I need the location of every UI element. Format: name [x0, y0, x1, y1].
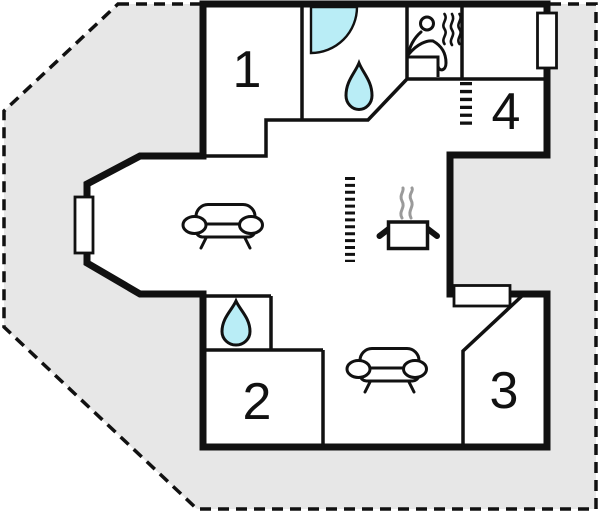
interior-walls: [203, 7, 545, 447]
window-marker: [452, 284, 512, 308]
room-4-label: 4: [492, 83, 521, 141]
stove-pot-icon: [376, 186, 440, 251]
room-2-label: 2: [243, 373, 272, 431]
house-outline: [83, 0, 551, 451]
corner-shower-icon: [309, 5, 359, 55]
pot-body: [386, 220, 430, 251]
sauna-person-body: [406, 30, 448, 72]
sauna-bench: [408, 55, 440, 77]
steam-icon: [442, 12, 462, 47]
water-drop-icon: [344, 58, 374, 111]
room-1-label: 1: [233, 41, 262, 99]
water-drop-icon: [220, 297, 252, 347]
window-marker: [536, 11, 558, 70]
window-marker: [73, 195, 95, 255]
sauna-person-icon: [406, 12, 462, 77]
steam-icon: [399, 186, 414, 220]
sauna-person-head: [419, 15, 435, 32]
room-3-label: 3: [490, 362, 519, 420]
